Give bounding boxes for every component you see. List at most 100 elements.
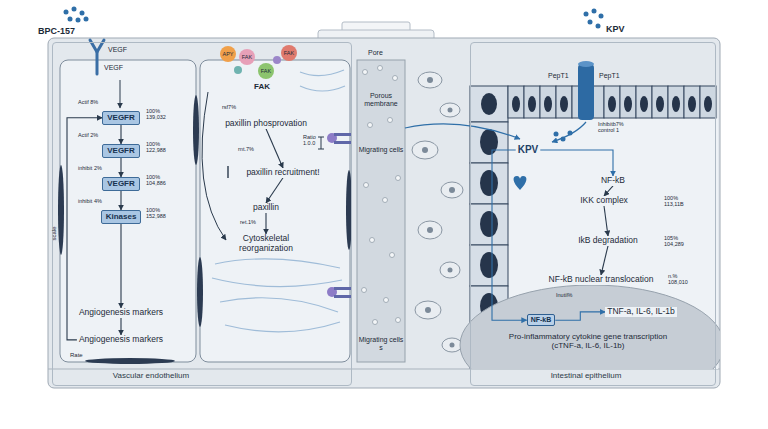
villus-cell <box>604 86 620 118</box>
peptide-dot <box>599 14 604 19</box>
pore <box>378 66 383 71</box>
villus-cell <box>508 86 524 118</box>
protein-blob <box>273 56 281 64</box>
label-text: Rate <box>70 352 83 359</box>
villus-cell <box>540 86 556 118</box>
peptide-node: KPV <box>516 144 541 156</box>
cell-nucleus <box>427 77 433 83</box>
uptake-arrow <box>552 122 586 142</box>
label-text: VEGF <box>108 46 127 54</box>
pathway-arrow <box>266 178 283 203</box>
actin-fibres <box>212 70 345 332</box>
pathway-step: Angiogenesis markers <box>77 308 165 318</box>
value-note: Inutil% <box>556 292 573 298</box>
villi-nuclei <box>512 96 712 112</box>
value-note: Inhibitb7% control 1 <box>598 121 632 134</box>
epithelial-cell <box>470 245 508 286</box>
pathway-step: NF-kB nuclear translocation <box>547 275 656 285</box>
cell-nucleus <box>704 96 712 112</box>
peptide-dot <box>554 132 559 137</box>
peptide-dot <box>84 17 89 22</box>
signal-box: VEGFR <box>102 177 140 191</box>
migrating-cell <box>442 338 462 352</box>
panel-title: Vascular endothelium <box>113 371 189 381</box>
value-note: APY <box>222 51 233 57</box>
pore <box>388 118 393 123</box>
peptide-dot <box>76 18 81 23</box>
transporter-symbol <box>578 61 594 67</box>
cell-nucleus <box>480 170 498 196</box>
pathway-step: IkB degradation <box>576 236 640 246</box>
cell-nucleus <box>560 96 568 112</box>
villi-row <box>508 86 716 118</box>
value-note: n.% 108,010 <box>668 273 696 286</box>
integrin <box>334 133 352 136</box>
node-text: Angiogenesis markers <box>79 307 163 317</box>
signal-box: VEGFR <box>102 111 140 125</box>
pathway-step: Angiogenesis markers <box>77 335 165 345</box>
node-text: NF-kB <box>531 316 552 323</box>
pathway-step: TNF-a, IL-6, IL-1b <box>605 307 677 317</box>
pathway-arrow <box>120 224 121 308</box>
value-note: 100% 113,11B <box>664 195 692 208</box>
cell-nucleus <box>640 96 648 112</box>
node-text: paxillin <box>253 202 279 212</box>
value-note: 100% 139,032 <box>146 108 172 121</box>
integrin <box>334 295 352 298</box>
cell-nucleus <box>512 96 520 112</box>
villus-cell <box>620 86 636 118</box>
node-text: IKK complex <box>580 195 628 205</box>
epithelial-cell <box>470 122 508 163</box>
signal-box: Kinases <box>101 210 142 224</box>
label-text: Migrating cells <box>358 146 404 154</box>
cell-nucleus <box>624 96 632 112</box>
cell-nucleus <box>656 96 664 112</box>
node-text: paxillin recruitment! <box>246 167 319 177</box>
label-text: Migrating cells s <box>358 336 404 352</box>
pathway-arrow <box>120 158 121 177</box>
value-note: rnt.7% <box>238 146 254 152</box>
pathway-arrow <box>67 118 102 340</box>
pathway-arrow <box>601 246 608 275</box>
integrin <box>334 141 352 144</box>
node-text: TNF-a, IL-6, IL-1b <box>607 306 675 316</box>
curved-arrow <box>202 92 226 240</box>
pathway-step: IKK complex <box>578 196 630 206</box>
pathway-step: paxillin recruitment! <box>244 168 321 178</box>
villus-cell <box>636 86 652 118</box>
migrating-cell <box>441 182 463 198</box>
pathway-arrow <box>492 150 527 320</box>
pathway-step: NF-kB <box>599 176 627 186</box>
porous-membrane <box>357 60 405 362</box>
cell-nucleus <box>450 343 455 348</box>
epithelial-cell <box>470 204 508 245</box>
protein-blob <box>239 49 255 65</box>
protein-blob <box>234 66 242 74</box>
protein-blob <box>220 46 236 62</box>
villus-cell <box>700 86 716 118</box>
cell-nucleus <box>688 96 696 112</box>
migrating-cell <box>440 262 460 278</box>
label-text: BPC-157 <box>38 26 75 36</box>
villus-cell <box>684 86 700 118</box>
pore <box>373 320 378 325</box>
endothelial-cell <box>60 60 196 362</box>
cell-nucleus <box>528 96 536 112</box>
migrating-cell <box>440 103 460 117</box>
pathway-arrow <box>120 318 121 335</box>
villus-cell <box>556 86 572 118</box>
actin-fibre <box>212 278 342 287</box>
value-note: FAK <box>284 50 294 56</box>
pathway-arrow <box>120 125 121 144</box>
cell-nucleus <box>544 96 552 112</box>
pathway-arrow <box>604 186 613 196</box>
cell-nucleus <box>481 93 497 115</box>
cell-nucleus <box>608 96 616 112</box>
pore <box>393 76 398 81</box>
cell-nucleus <box>85 358 175 364</box>
label-text: scale <box>51 226 58 240</box>
epithelial-cell <box>470 163 508 204</box>
fak-cluster <box>220 45 297 79</box>
ratio-symbol <box>318 137 324 149</box>
